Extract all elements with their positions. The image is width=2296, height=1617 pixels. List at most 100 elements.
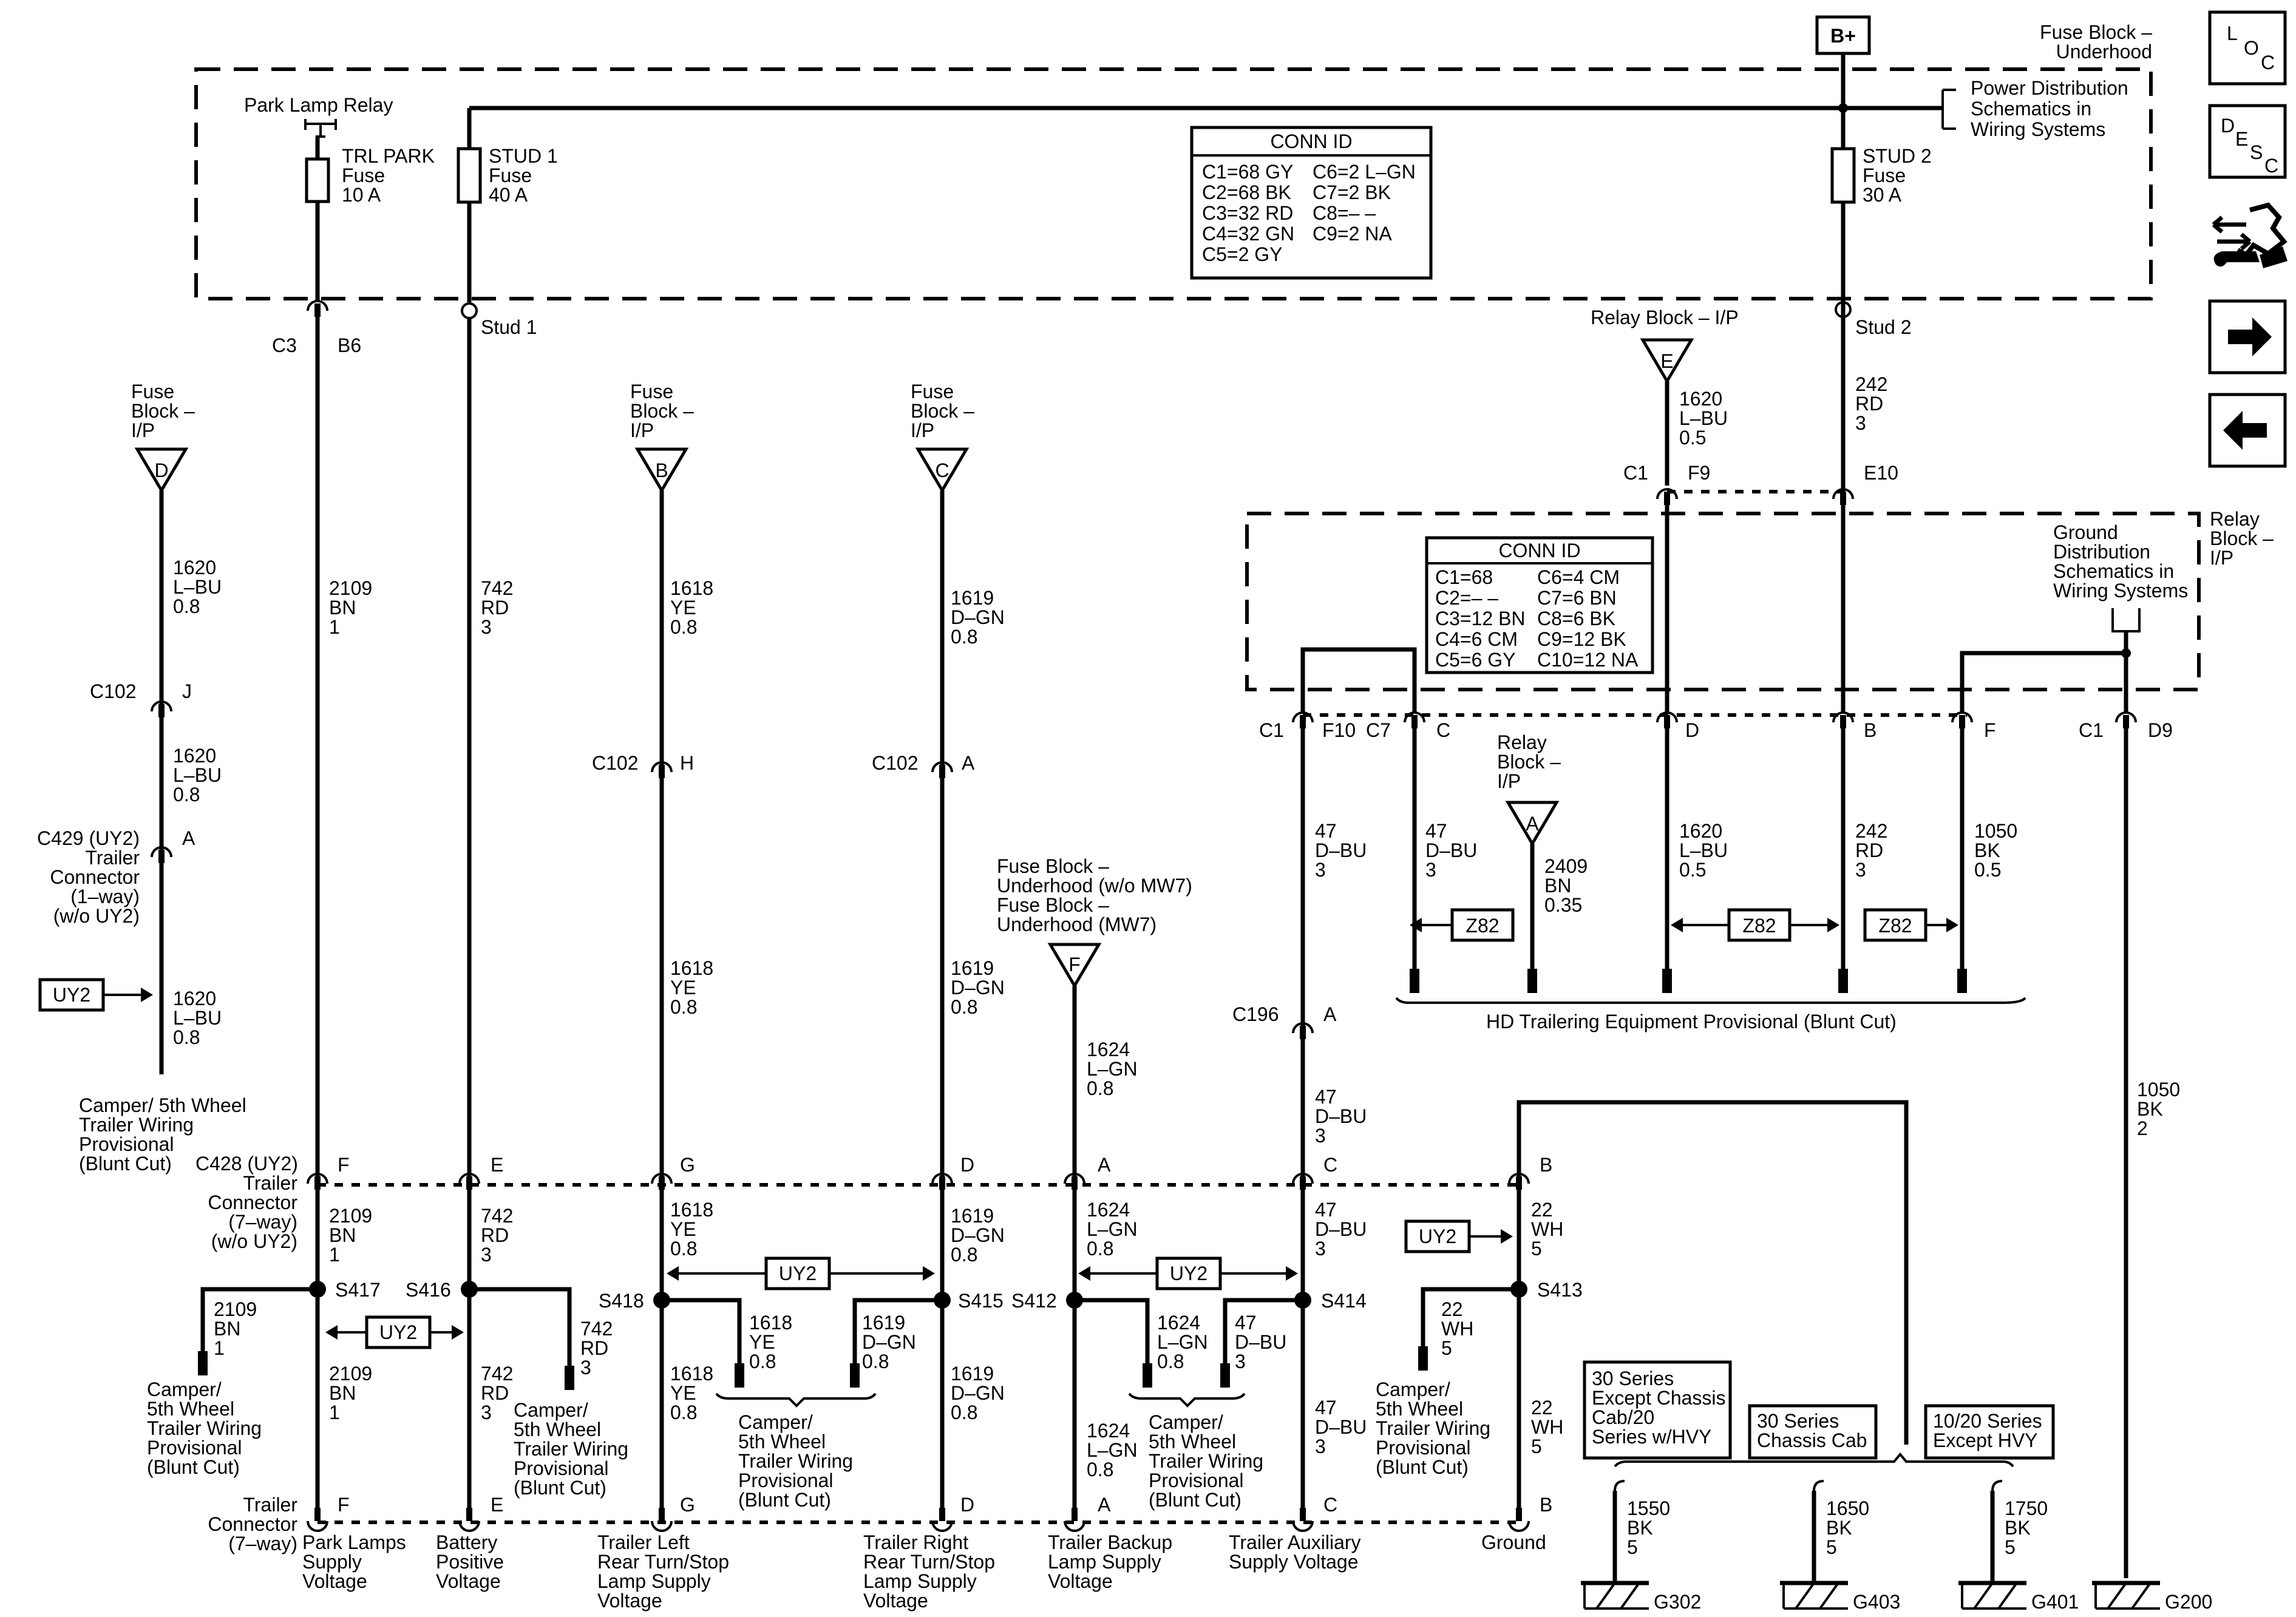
svg-text:30 A: 30 A	[1863, 184, 1902, 206]
svg-text:C: C	[1323, 1494, 1337, 1516]
svg-text:C4=6 CM: C4=6 CM	[1435, 628, 1518, 650]
svg-text:C4=32 GN: C4=32 GN	[1202, 223, 1294, 245]
svg-text:B: B	[1864, 719, 1877, 741]
svg-text:1619: 1619	[951, 1205, 994, 1227]
series-1020-box: 10/20 Series Except HVY	[1924, 1404, 2055, 1460]
svg-text:Fuse Block –: Fuse Block –	[997, 855, 1109, 877]
svg-text:Power Distribution: Power Distribution	[1971, 77, 2128, 99]
ground-g403: 1650 BK 5 G403	[1780, 1480, 1900, 1613]
svg-text:1: 1	[329, 616, 340, 638]
c429-label: C429 (UY2) Trailer Connector (1–way) (w/…	[37, 827, 140, 927]
svg-text:UY2: UY2	[53, 984, 90, 1006]
svg-text:C429 (UY2): C429 (UY2)	[37, 827, 140, 849]
svg-text:3: 3	[1235, 1351, 1246, 1372]
svg-text:F10: F10	[1322, 719, 1356, 741]
svg-text:Relay: Relay	[2210, 508, 2260, 530]
svg-text:Trailer Auxiliary: Trailer Auxiliary	[1229, 1531, 1361, 1553]
ground-g200: G200	[2092, 1581, 2212, 1613]
svg-text:1624: 1624	[1157, 1312, 1200, 1334]
series-30-chassis-box: 30 Series Chassis Cab	[1748, 1404, 1878, 1460]
svg-text:C7: C7	[1366, 719, 1391, 741]
splice-s412: S412	[1011, 1290, 1152, 1388]
svg-text:RD: RD	[481, 1382, 509, 1404]
svg-text:0.8: 0.8	[670, 616, 697, 638]
svg-text:Camper/: Camper/	[738, 1411, 813, 1433]
svg-text:L–GN: L–GN	[1087, 1439, 1138, 1461]
svg-text:Except Chassis: Except Chassis	[1592, 1387, 1726, 1409]
svg-text:L–BU: L–BU	[1679, 839, 1728, 861]
svg-text:Lamp Supply: Lamp Supply	[1048, 1551, 1161, 1573]
svg-text:2: 2	[2137, 1117, 2148, 1139]
svg-text:S414: S414	[1321, 1290, 1367, 1312]
svg-text:D–GN: D–GN	[951, 1382, 1005, 1404]
z82-option-3: Z82	[1863, 908, 1958, 942]
svg-text:Supply Voltage: Supply Voltage	[1229, 1551, 1359, 1573]
svg-text:A: A	[962, 752, 975, 774]
fuse-block-ip-c: Fuse Block – I/P C	[911, 381, 974, 493]
svg-text:Camper/: Camper/	[1376, 1378, 1450, 1400]
svg-text:I/P: I/P	[911, 419, 934, 441]
park-lamp-relay-label: Park Lamp Relay	[244, 94, 393, 116]
svg-text:Trailer: Trailer	[86, 847, 140, 869]
svg-text:Block –: Block –	[630, 400, 694, 422]
trailer-connector-7way-label: Trailer Connector (7–way)	[208, 1494, 297, 1554]
svg-text:Trailer Right: Trailer Right	[863, 1531, 968, 1553]
svg-text:C6=2 L–GN: C6=2 L–GN	[1313, 161, 1416, 183]
svg-text:D: D	[2221, 115, 2235, 137]
next-arrow-icon[interactable]	[2208, 299, 2287, 375]
svg-text:Relay: Relay	[1497, 731, 1547, 753]
svg-text:L–GN: L–GN	[1087, 1058, 1138, 1080]
svg-text:F: F	[338, 1154, 350, 1176]
svg-text:S413: S413	[1537, 1279, 1583, 1301]
svg-text:0.8: 0.8	[1087, 1238, 1113, 1259]
uy2-option-1618-1619: UY2	[667, 1256, 935, 1290]
svg-text:S418: S418	[599, 1290, 644, 1312]
svg-text:D–BU: D–BU	[1315, 1218, 1367, 1240]
stud1-fuse	[457, 147, 482, 204]
location-icon[interactable]: L O C	[2208, 10, 2287, 86]
svg-text:Fuse: Fuse	[489, 164, 532, 186]
svg-text:1624: 1624	[1087, 1420, 1130, 1442]
svg-text:1620: 1620	[173, 988, 216, 1009]
svg-text:C3: C3	[272, 334, 297, 356]
svg-text:Fuse: Fuse	[630, 381, 673, 402]
svg-text:22: 22	[1531, 1397, 1553, 1419]
svg-text:0.8: 0.8	[951, 1244, 977, 1266]
svg-text:RD: RD	[481, 1224, 509, 1246]
ground-g302: 1550 BK 5 G302	[1581, 1480, 1701, 1613]
svg-text:0.8: 0.8	[173, 784, 200, 805]
svg-text:C1=68 GY: C1=68 GY	[1202, 161, 1293, 183]
svg-text:742: 742	[481, 577, 513, 599]
svg-text:C2=– –: C2=– –	[1435, 587, 1498, 609]
svg-text:YE: YE	[670, 1218, 696, 1240]
svg-text:C1: C1	[1623, 462, 1648, 484]
svg-text:CONN ID: CONN ID	[1270, 131, 1352, 152]
svg-text:A: A	[1323, 1003, 1337, 1025]
svg-text:Trailer Wiring: Trailer Wiring	[1149, 1450, 1263, 1472]
svg-text:E: E	[2235, 128, 2248, 150]
svg-text:Schematics in: Schematics in	[2053, 560, 2174, 582]
svg-text:CONN ID: CONN ID	[1498, 540, 1580, 561]
svg-text:0.8: 0.8	[670, 1402, 697, 1423]
svg-text:0.8: 0.8	[173, 595, 200, 617]
svg-text:Voltage: Voltage	[863, 1590, 928, 1612]
svg-text:47: 47	[1235, 1312, 1257, 1334]
svg-text:E: E	[491, 1154, 503, 1176]
schematic-tools-icon[interactable]	[2212, 202, 2288, 268]
svg-text:YE: YE	[670, 977, 696, 998]
svg-text:30 Series: 30 Series	[1592, 1368, 1674, 1389]
splice-s415: S415	[850, 1290, 1004, 1388]
svg-text:C8=6 BK: C8=6 BK	[1537, 608, 1615, 629]
description-icon[interactable]: D E S C	[2208, 104, 2287, 179]
svg-text:Block –: Block –	[2210, 527, 2274, 549]
svg-text:BK: BK	[1826, 1517, 1852, 1539]
svg-text:Provisional: Provisional	[738, 1470, 834, 1491]
svg-text:E: E	[491, 1494, 503, 1516]
svg-text:Trailer Wiring: Trailer Wiring	[514, 1438, 628, 1460]
svg-text:(Blunt Cut): (Blunt Cut)	[738, 1489, 831, 1511]
svg-text:Underhood: Underhood	[2056, 41, 2152, 63]
svg-text:S416: S416	[406, 1279, 451, 1301]
svg-text:5: 5	[1531, 1436, 1542, 1457]
svg-text:B+: B+	[1830, 25, 1856, 47]
previous-arrow-icon[interactable]	[2208, 393, 2287, 468]
